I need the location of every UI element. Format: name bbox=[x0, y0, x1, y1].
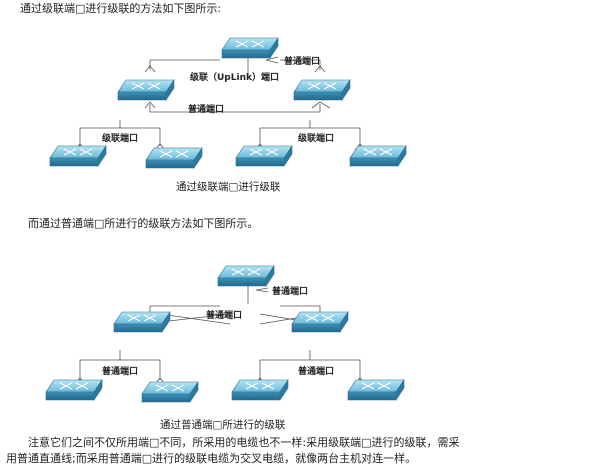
d1-label-uplink: 级联（UpLink）端口 bbox=[189, 71, 279, 83]
d1-label-left-cascade: 级联端口 bbox=[101, 132, 138, 144]
d1-label-right-cascade: 级联端口 bbox=[297, 132, 334, 144]
normal-port-cascade-diagram: 普通端口 普通端口 普通端口 普通端口 通过普通端□所进行的级联 bbox=[45, 265, 405, 431]
d2-label-top-port: 普通端口 bbox=[272, 285, 308, 297]
d2-label-left-port: 普通端口 bbox=[102, 365, 138, 377]
note-line-2: 用普通直通线;而采用普通端□进行的级联电缆为交叉电缆，就像两台主机对连一样。 bbox=[6, 452, 417, 465]
d1-label-mid-port: 普通端口 bbox=[188, 103, 224, 115]
d2-label-right-port: 普通端口 bbox=[298, 365, 334, 377]
note-line-1: 注意它们之间不仅所用端□不同，所采用的电缆也不一样:采用级联端□进行的级联，需采 bbox=[28, 436, 460, 449]
intro-normal-text: 而通过普通端□所进行的级联方法如下图所示。 bbox=[28, 217, 259, 230]
intro-uplink-text: 通过级联端□进行级联的方法如下图所示: bbox=[20, 2, 222, 15]
d1-label-top-port: 普通端口 bbox=[284, 55, 320, 67]
uplink-cascade-diagram: 普通端口 级联（UpLink）端口 普通端口 级联端口 级联端口 通过级联端□进… bbox=[49, 37, 407, 193]
d2-caption: 通过普通端□所进行的级联 bbox=[160, 418, 286, 431]
d2-label-mid-port: 普通端口 bbox=[206, 309, 242, 321]
d1-caption: 通过级联端□进行级联 bbox=[176, 180, 281, 193]
